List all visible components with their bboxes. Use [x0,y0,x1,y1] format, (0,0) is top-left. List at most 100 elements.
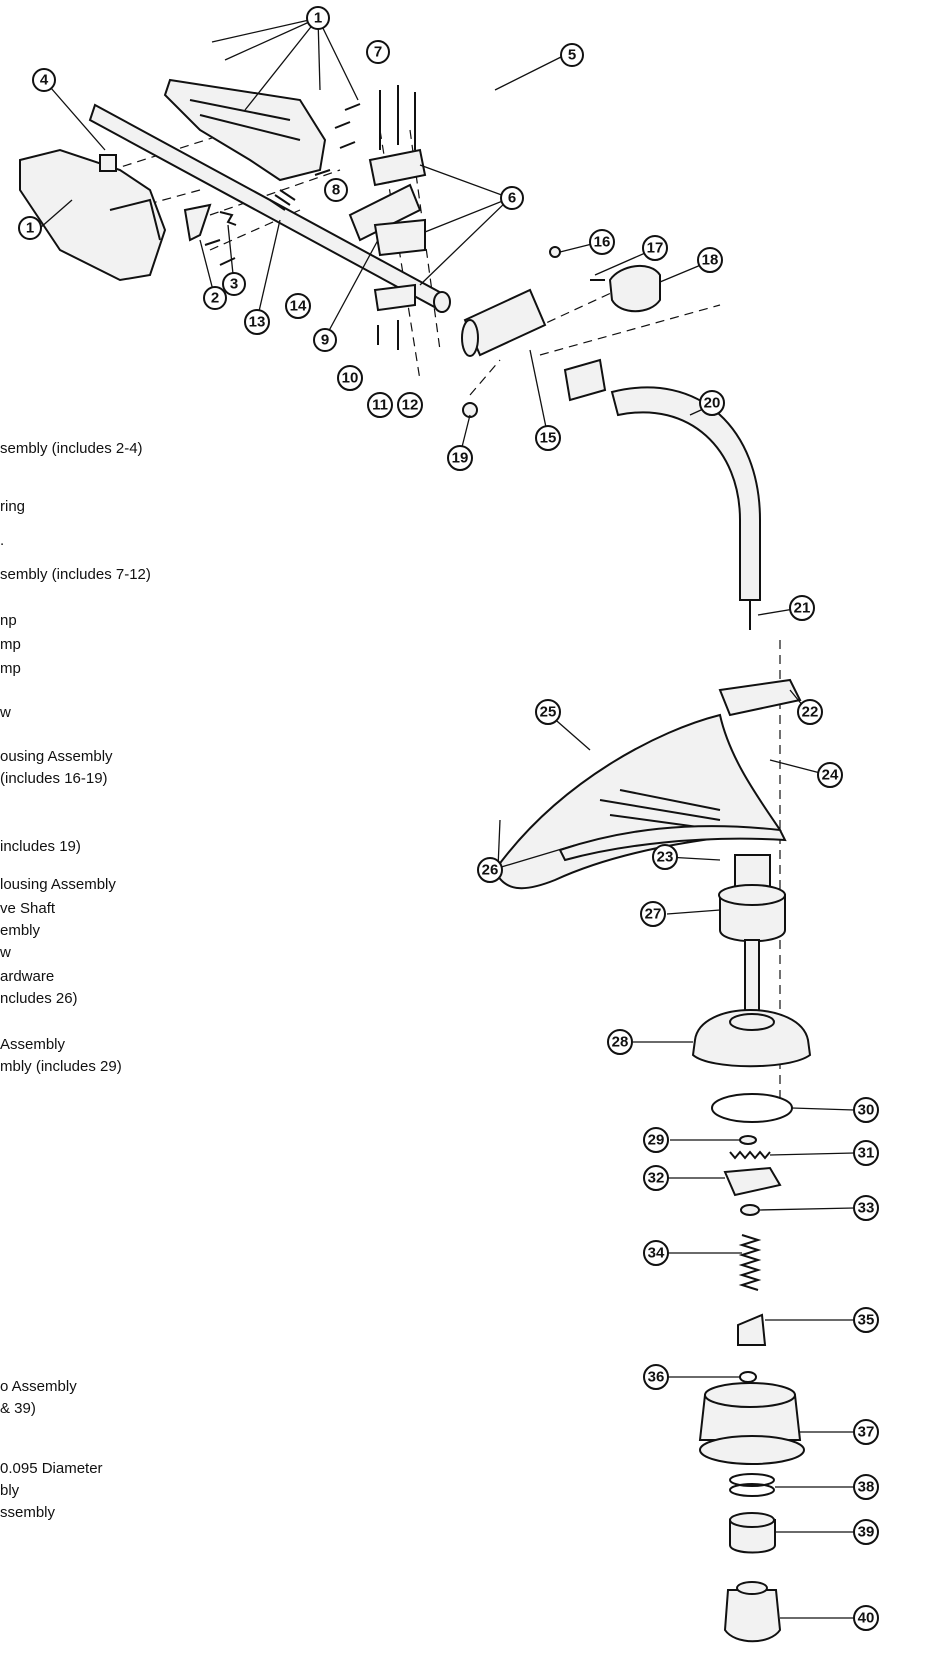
legend-line: mp [0,636,21,653]
svg-text:6: 6 [508,190,516,207]
trigger-part [183,203,212,242]
legend-line: w [0,704,11,721]
svg-text:23: 23 [657,849,674,866]
svg-text:10: 10 [342,370,359,387]
legend-line: bly [0,1482,20,1499]
callout-37: 37 [853,1419,879,1445]
callout-18: 18 [697,247,723,273]
callout-19: 19 [447,445,473,471]
svg-text:38: 38 [858,1479,875,1496]
legend-line: ncludes 26) [0,990,78,1007]
svg-text:40: 40 [858,1610,875,1627]
legend-line: ardware [0,968,55,985]
legend-line: np [0,612,17,629]
assembly-guide-lines [79,109,781,1100]
callout-7: 7 [366,40,390,64]
callout-29: 29 [643,1127,669,1153]
callout-21: 21 [789,595,815,621]
legend-line: sembly (includes 7-12) [0,566,151,583]
svg-text:39: 39 [858,1524,875,1541]
upper-shaft-tube [88,103,451,313]
svg-text:7: 7 [374,44,382,61]
svg-text:32: 32 [648,1170,665,1187]
callout-15: 15 [535,425,561,451]
svg-text:8: 8 [332,182,340,199]
legend-line: (includes 16-19) [0,770,108,787]
legend-line: mp [0,660,21,677]
svg-text:30: 30 [858,1102,875,1119]
housing-screws [204,103,361,266]
svg-text:33: 33 [858,1200,875,1217]
callout-1-left: 1 [18,216,42,240]
legend-line: lousing Assembly [0,876,116,893]
callout-16: 16 [589,229,615,255]
callout-39: 39 [853,1519,879,1545]
legend-line: . [0,532,5,549]
svg-text:28: 28 [612,1034,629,1051]
svg-text:2: 2 [211,290,219,307]
legend-line: includes 19) [0,838,81,855]
legend-line: ring [0,498,26,515]
gear-housing [718,854,786,1021]
svg-text:16: 16 [594,234,611,251]
svg-text:3: 3 [230,276,238,293]
legend-line: w [0,944,11,961]
svg-text:17: 17 [647,240,664,257]
svg-text:31: 31 [858,1145,875,1162]
callout-17: 17 [642,235,668,261]
callout-26: 26 [477,857,503,883]
callout-12: 12 [397,392,423,418]
svg-text:34: 34 [648,1245,665,1262]
svg-text:9: 9 [321,332,329,349]
legend-line: o Assembly [0,1378,77,1395]
handle-housing-half-top [163,78,327,182]
callout-6: 6 [500,186,524,210]
svg-text:21: 21 [794,600,811,617]
callout-30: 30 [853,1097,879,1123]
callout-2: 2 [203,286,227,310]
bump-knob-parts [723,1473,782,1643]
svg-text:1: 1 [26,220,34,237]
svg-text:26: 26 [482,862,499,879]
callout-22: 22 [797,699,823,725]
legend-line: ousing Assembly [0,748,113,765]
callout-36: 36 [643,1364,669,1390]
svg-text:1: 1 [314,10,322,27]
legend-line: & 39) [0,1400,36,1417]
callout-13: 13 [244,309,270,335]
callout-23: 23 [652,844,678,870]
head-internal-parts [723,1135,782,1383]
callout-11: 11 [367,392,393,418]
callout-38: 38 [853,1474,879,1500]
callout-40: 40 [853,1605,879,1631]
svg-text:11: 11 [372,397,388,414]
callout-32: 32 [643,1165,669,1191]
legend-line: 0.095 Diameter [0,1460,103,1477]
callout-1-top: 1 [306,6,330,30]
line-spool [698,1382,805,1465]
svg-text:20: 20 [704,395,721,412]
legend-line: mbly (includes 29) [0,1058,122,1075]
svg-text:14: 14 [290,298,307,315]
lower-shaft-tube [563,358,761,630]
callout-35: 35 [853,1307,879,1333]
legend-line: ve Shaft [0,900,56,917]
assist-handle [348,48,506,242]
svg-text:37: 37 [858,1424,875,1441]
callout-25: 25 [535,699,561,725]
svg-text:15: 15 [540,430,557,447]
shield-clamp [718,678,802,717]
callout-3: 3 [222,272,246,296]
handle-housing-half-bottom [19,148,167,282]
callout-14: 14 [285,293,311,319]
trimmer-head-cover [691,1009,812,1068]
legend-line: Assembly [0,1036,66,1053]
svg-text:36: 36 [648,1369,665,1386]
callout-31: 31 [853,1140,879,1166]
svg-text:24: 24 [822,767,839,784]
svg-text:22: 22 [802,704,819,721]
callout-leader-lines [39,17,855,1619]
callout-5: 5 [560,43,584,67]
svg-text:35: 35 [858,1312,875,1329]
